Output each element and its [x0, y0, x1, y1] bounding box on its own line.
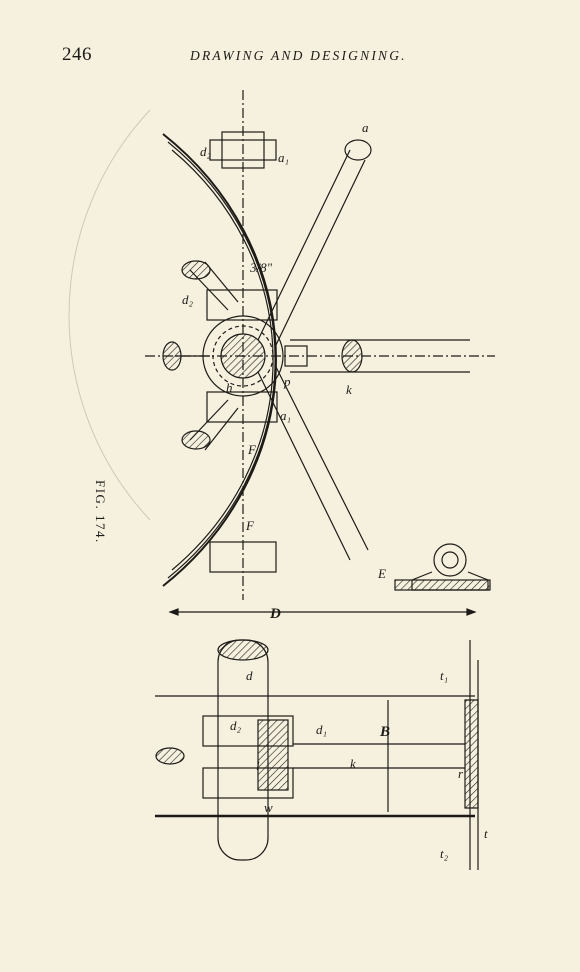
- label-k: k: [346, 382, 352, 397]
- bolt-hub-lower: [206, 391, 278, 423]
- spoke-end-mid: [162, 341, 182, 371]
- label-t: t: [484, 826, 488, 841]
- label-p: p: [283, 374, 291, 389]
- label-t2: t₂: [440, 846, 449, 861]
- hub-section-lower: [202, 767, 294, 799]
- label-D: D: [269, 606, 281, 622]
- arm-lower: [257, 366, 369, 561]
- arm-section: [341, 339, 363, 373]
- shaft-top-section: [217, 639, 269, 661]
- hub-shaft-section: [220, 333, 266, 379]
- label-t1: t₁: [440, 668, 448, 683]
- label-d: d: [246, 668, 253, 683]
- rim-joint: [344, 139, 372, 161]
- label-B: B: [379, 724, 390, 740]
- spoke-end-top: [181, 260, 211, 280]
- label-r: r: [458, 766, 464, 781]
- rim-face: [464, 699, 479, 809]
- figure-labels: d₂ a₁ a 3/8" d₂ h p k a₁ F₁ F E D d d₁ d…: [182, 120, 488, 861]
- set-screw: [284, 345, 308, 367]
- bearing-inner: [441, 551, 459, 569]
- bolt-bottom: [209, 541, 277, 573]
- arm-section-lower: [293, 743, 465, 769]
- label-E: E: [377, 566, 386, 581]
- arm-upper: [257, 149, 366, 346]
- label-l: l: [256, 758, 260, 773]
- label-d2-mid: d₂: [182, 292, 194, 307]
- bolt-top: [221, 131, 265, 169]
- label-a1-top: a₁: [278, 150, 289, 165]
- bearing-outer: [433, 543, 467, 577]
- hub-bolt-circle: [212, 325, 274, 387]
- label-d1: d₁: [316, 722, 327, 737]
- label-three-eighths: 3/8": [249, 260, 273, 275]
- label-d2-low: d₂: [230, 718, 242, 733]
- pulley-rim-inner: [167, 141, 276, 579]
- arm-right: [290, 339, 470, 373]
- bolt-top-nut: [209, 139, 277, 161]
- running-head: DRAWING AND DESIGNING.: [190, 48, 407, 63]
- hub-spoke-lower: [155, 747, 185, 765]
- pulley-rim-outer: [162, 133, 277, 587]
- label-a: a: [362, 120, 369, 135]
- label-k-lower: k: [350, 756, 356, 771]
- spoke-end-bottom: [181, 430, 211, 450]
- page-number: 246: [62, 44, 92, 65]
- label-F1: F₁: [247, 442, 260, 457]
- construction-arc: [68, 109, 151, 521]
- hub-section-upper: [202, 715, 294, 747]
- key: [257, 719, 289, 791]
- label-F: F: [245, 518, 255, 533]
- label-a1-lower: a₁: [280, 408, 291, 423]
- bolt-hub-upper: [206, 289, 278, 321]
- label-w: w: [264, 800, 273, 815]
- bearing-base: [394, 579, 491, 591]
- label-d2-top: d₂: [200, 144, 212, 159]
- label-h: h: [226, 380, 233, 395]
